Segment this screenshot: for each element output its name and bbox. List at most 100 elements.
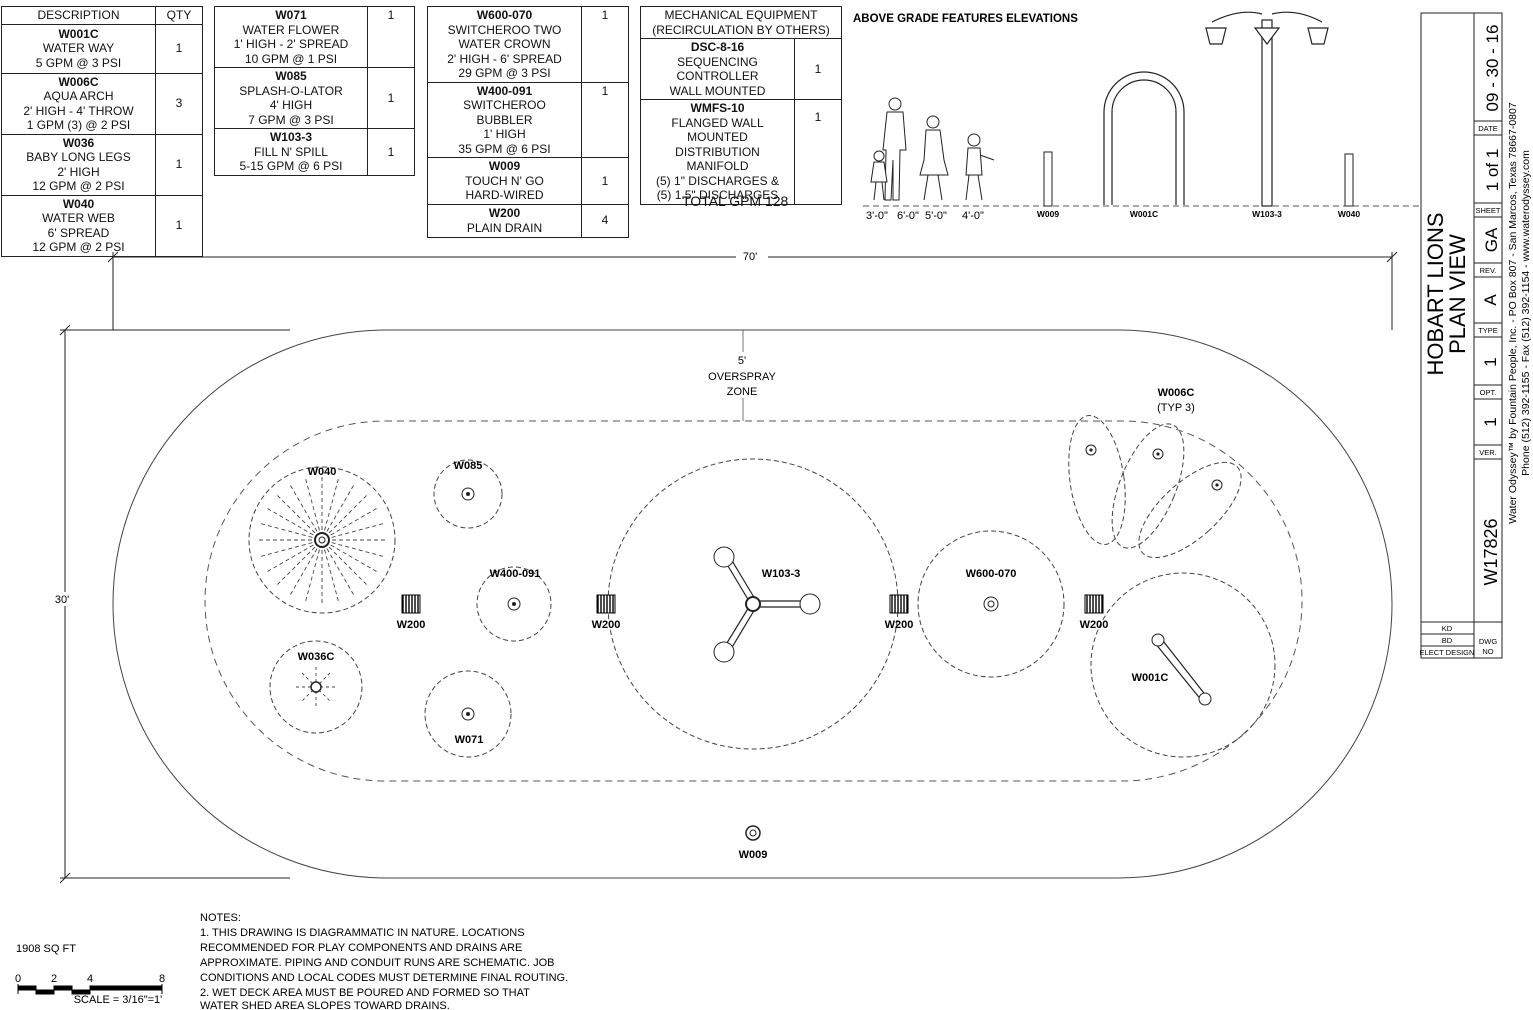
view-name: PLAN VIEW [1445,234,1470,354]
table-row: W009 TOUCH N' GO HARD-WIRED [427,157,582,205]
item-desc: 5 GPM @ 3 PSI [35,55,122,70]
item-desc: TOUCH N' GO [465,173,544,188]
title-block [1420,12,1503,659]
date-label: DATE [1478,124,1497,133]
water-web-spoke [266,544,314,573]
item-code: W009 [488,159,521,173]
overspray-label: 5' [738,355,746,367]
item-desc: FILL N' SPILL [254,144,328,159]
overspray-label: OVERSPRAY [708,371,776,383]
water-web-spoke [305,549,320,602]
mechanical-table: MECHANICAL EQUIPMENT (RECIRCULATION BY O… [640,6,842,205]
item-qty: 1 [581,157,629,205]
table-row: W040 WATER WEB 6' SPREAD 12 GPM @ 2 PSI [1,194,156,257]
item-desc: (5) 1" DISCHARGES & [656,173,779,188]
table-row: W103-3 FILL N' SPILL 5-15 GPM @ 6 PSI [214,128,368,176]
item-code: W085 [275,69,307,83]
table-row: DSC-8-16 SEQUENCING CONTROLLER WALL MOUN… [640,38,795,100]
item-code: W103-3 [269,130,313,144]
item-desc: 1' HIGH - 2' SPREAD [233,37,349,51]
company-info: Water Odyssey™ by Fountain People, Inc. … [1507,102,1519,524]
no-label: NO [1482,647,1493,656]
w036c-feature [269,640,363,734]
item-code: W040 [62,196,95,211]
header-line: (RECIRCULATION BY OTHERS) [652,22,830,37]
note-line: APPROXIMATE. PIPING AND CONDUIT RUNS ARE… [200,957,555,969]
item-desc: 6' SPREAD [47,225,110,240]
item-qty: 1 [794,99,842,205]
item-desc: BUBBLER [476,112,533,127]
label-w400-091: W400-091 [490,568,541,580]
water-web-spoke [289,548,318,596]
water-web-spoke [289,484,318,532]
item-qty: 1 [155,23,203,74]
item-desc: WATER WEB [42,211,115,225]
label-w600-070: W600-070 [966,568,1017,580]
note-line: WATER SHED AREA SLOPES TOWARD DRAINS. [200,1000,450,1010]
note-line: 1. THIS DRAWING IS DIAGRAMMATIC IN NATUR… [200,927,525,939]
project-name: HOBART LIONS [1423,212,1448,375]
water-web-spoke [260,523,313,538]
item-code: W036 [62,135,95,150]
water-web-spoke [331,523,384,538]
scale-label: SCALE = 3/16"=1' [74,994,163,1006]
water-web-spoke [260,542,313,557]
item-qty: 1 [367,128,415,176]
equipment-table-3: W600-070 SWITCHEROO TWO WATER CROWN 2' H… [427,6,629,238]
scale-bar [17,984,163,995]
item-qty: 1 [155,194,203,257]
elevations-title: ABOVE GRADE FEATURES ELEVATIONS [853,13,1078,25]
w400-091-feature [476,566,552,642]
table-row: W200 PLAIN DRAIN [427,203,582,238]
item-desc: 2' HIGH - 6' SPREAD [447,51,562,66]
elev-label-w103-3: W103-3 [1252,209,1282,219]
w200-drain [889,594,909,614]
item-desc: 4' HIGH [269,98,313,112]
note-line: RECOMMENDED FOR PLAY COMPONENTS AND DRAI… [200,942,522,954]
item-code: W600-070 [476,8,533,22]
item-desc: 12 GPM @ 2 PSI [32,179,125,193]
water-web-spoke [276,546,316,586]
notes-title: NOTES: [200,912,241,924]
item-desc: SWITCHEROO TWO [447,22,562,37]
ver-label: VER. [1479,448,1497,457]
item-desc: 29 GPM @ 3 PSI [458,66,551,80]
title-block-field-labels: DATE SHEET REV. TYPE OPT. VER. KD BD ELE… [1420,124,1501,657]
item-code: W071 [275,8,307,22]
width-dimension: 70' [743,251,757,263]
water-web-spoke [328,494,368,534]
height-dimension: 30' [55,594,69,606]
opt-value: 1 [1481,357,1500,366]
item-desc: 12 GPM @ 2 PSI [32,240,125,254]
item-desc: (5) 1.5" DISCHARGES [656,188,779,202]
label-w200: W200 [592,619,621,631]
w009-feature [745,825,761,841]
note-line: 2. WET DECK AREA MUST BE POURED AND FORM… [200,987,530,999]
item-desc: WATER WAY [42,41,115,56]
item-desc: PLAIN DRAIN [466,220,543,235]
scale-tick: 8 [159,973,165,985]
item-desc: BABY LONG LEGS [26,150,131,164]
item-desc: HARD-WIRED [465,188,544,202]
area-label: 1908 SQ FT [16,943,76,955]
rev-label: REV. [1480,266,1497,275]
item-qty: 1 [581,81,629,158]
w009-elevation [1043,151,1053,207]
w040-elevation [1344,153,1354,207]
ver-value: 1 [1481,417,1500,426]
table-row: W085 SPLASH-O-LATOR 4' HIGH 7 GPM @ 3 PS… [214,67,368,129]
label-w040: W040 [308,466,337,478]
w200-drain [401,594,421,614]
w103-3-feature [607,458,899,750]
dimension-height [59,324,290,884]
notes-block: NOTES: 1. THIS DRAWING IS DIAGRAMMATIC I… [200,912,568,1010]
item-desc: 2' HIGH [57,164,100,179]
item-code: WMFS-10 [690,101,745,115]
item-qty: 1 [367,6,415,68]
label-w071: W071 [455,734,484,746]
item-desc: 5-15 GPM @ 6 PSI [239,159,343,173]
water-web-spoke [331,542,384,557]
w600-070-feature [917,530,1065,678]
table-row: W006C AQUA ARCH 2' HIGH - 4' THROW 1 GPM… [1,72,156,135]
item-desc: 10 GPM @ 1 PSI [244,51,338,66]
